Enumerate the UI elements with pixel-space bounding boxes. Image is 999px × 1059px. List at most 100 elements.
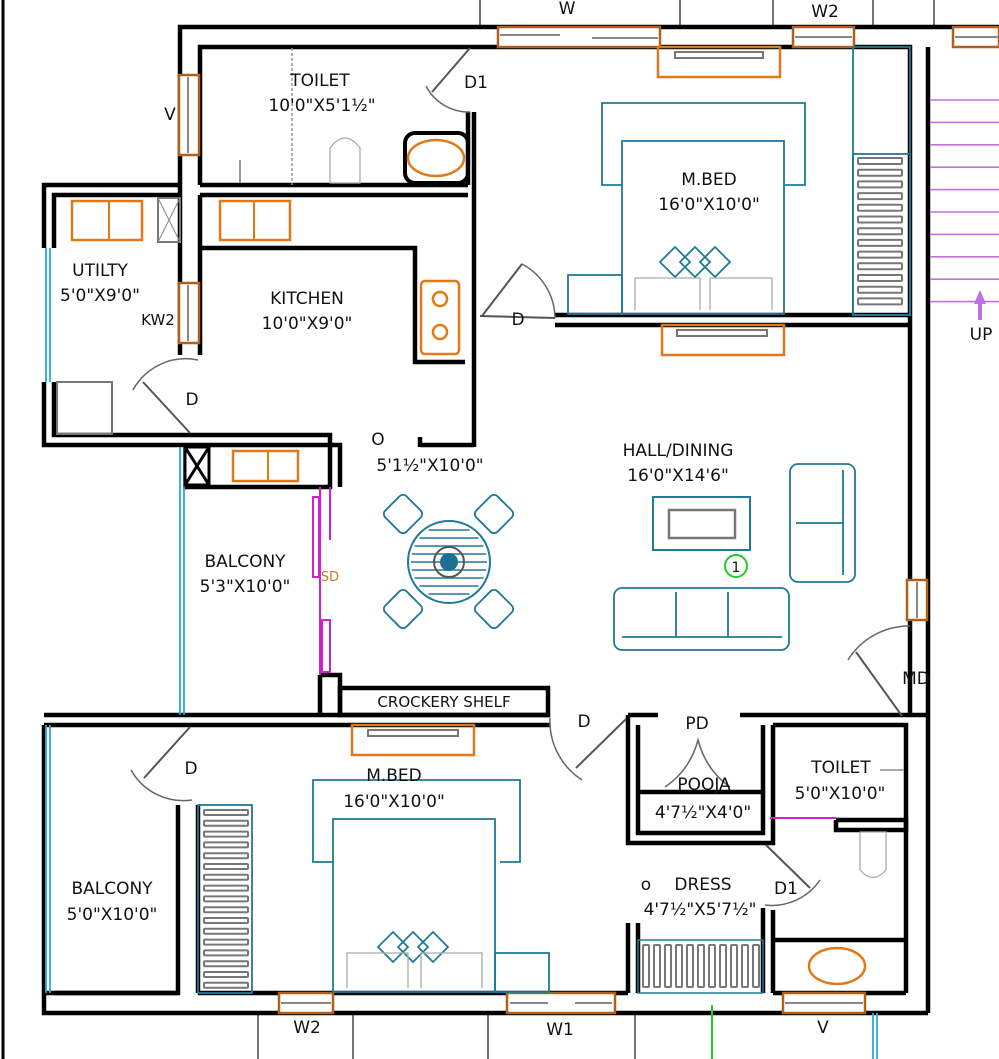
wardrobe-shelf xyxy=(857,262,903,271)
wardrobe-shelf xyxy=(203,971,249,978)
glass-railing xyxy=(45,248,878,1059)
wardrobe-shelf xyxy=(857,168,903,177)
door-label-pd: PD xyxy=(685,714,708,734)
dress-rack-bar xyxy=(642,944,650,988)
doors xyxy=(130,47,911,907)
bed-bottom xyxy=(197,779,550,994)
door-label-d-utility: D xyxy=(185,390,198,410)
kitchen-fixtures xyxy=(56,197,461,487)
dress-rack-bar xyxy=(653,944,661,988)
door-label-sd: SD xyxy=(321,570,339,585)
door-label-d-hall: D xyxy=(577,712,590,732)
dining-table xyxy=(382,493,515,630)
wardrobe-top xyxy=(857,157,903,306)
wardrobe-shelf xyxy=(203,927,249,935)
marker-1 xyxy=(724,554,748,578)
window-label-w2-top: W2 xyxy=(811,2,839,22)
sofa-three-seater xyxy=(613,587,790,651)
room-size-kitchen: 10'0"X9'0" xyxy=(262,314,353,334)
window-label-v-left: V xyxy=(164,105,176,125)
wardrobe-shelf xyxy=(857,215,903,224)
room-size-hall: 16'0"X14'6" xyxy=(627,466,729,486)
room-name-balcony-bottom: BALCONY xyxy=(71,879,153,899)
wardrobe-shelf xyxy=(203,852,249,860)
wardrobe-shelf xyxy=(857,274,903,282)
wardrobe-shelf xyxy=(857,192,903,201)
room-size-balcony-mid: 5'3"X10'0" xyxy=(200,577,291,597)
room-size-toilet-top: 10'0"X5'1½" xyxy=(268,96,375,116)
dress-wardrobe xyxy=(637,939,764,994)
dress-rack-bar xyxy=(752,944,760,988)
wardrobe-shelf xyxy=(203,981,249,989)
room-size-toilet-bottom: 5'0"X10'0" xyxy=(795,784,886,804)
wardrobe-shelf xyxy=(203,938,249,946)
toilet-fixtures-bottom xyxy=(770,769,904,986)
room-size-mbed-top: 16'0"X10'0" xyxy=(658,195,760,215)
wardrobe-shelf xyxy=(203,960,249,968)
window-label-w2-bottom: W2 xyxy=(293,1018,321,1038)
staircase xyxy=(930,99,999,303)
wardrobe-bottom xyxy=(203,809,249,989)
room-name-open: O xyxy=(371,430,384,450)
dress-prefix: o xyxy=(641,875,651,895)
room-size-open: 5'1½"X10'0" xyxy=(376,456,483,476)
blanket-top xyxy=(634,277,773,310)
wardrobe-shelf xyxy=(203,809,249,816)
blanket-bottom xyxy=(346,952,483,988)
coffee-table xyxy=(652,496,751,551)
wardrobe-shelf xyxy=(203,906,249,914)
wardrobe-shelf xyxy=(203,830,249,838)
room-name-mbed-bottom: M.BED xyxy=(366,766,422,786)
wardrobe-shelf xyxy=(203,819,249,827)
dress-rack-bar xyxy=(697,944,705,988)
dress-rack-bar xyxy=(708,944,716,988)
wardrobe-shelf xyxy=(203,917,249,924)
door-label-d-balcony: D xyxy=(184,759,197,779)
marker-1-label: 1 xyxy=(732,560,741,576)
wardrobe-shelf xyxy=(203,884,249,892)
wardrobe-shelf xyxy=(203,873,249,881)
room-size-balcony-bottom: 5'0"X10'0" xyxy=(67,905,158,925)
stair-arrow-icon xyxy=(974,290,986,320)
room-size-mbed-bottom: 16'0"X10'0" xyxy=(343,792,445,812)
room-name-dress: DRESS xyxy=(674,875,731,895)
window-label-kw: KW2 xyxy=(141,311,175,329)
room-name-mbed-top: M.BED xyxy=(681,170,737,190)
room-name-hall: HALL/DINING xyxy=(623,441,734,461)
dress-rack-bar xyxy=(664,944,672,988)
door-label-d1-bottom: D1 xyxy=(774,879,798,899)
dress-rack-bar xyxy=(675,944,683,988)
wardrobe-shelf xyxy=(857,180,903,189)
dimension-lines-bottom xyxy=(257,1013,636,1059)
toilet-fixtures-top xyxy=(239,48,470,185)
window-label-w1: W1 xyxy=(546,1020,574,1040)
room-name-toilet-bottom: TOILET xyxy=(810,758,871,778)
wardrobe-shelf xyxy=(857,203,903,212)
room-size-utility: 5'0"X9'0" xyxy=(60,286,140,306)
door-label-md: MD xyxy=(902,669,930,689)
wardrobe-shelf xyxy=(857,238,903,247)
dress-rack-bar xyxy=(686,944,694,988)
sliding-door xyxy=(312,487,331,675)
pillows-bottom xyxy=(376,930,450,964)
wardrobe-shelf xyxy=(203,863,249,870)
room-name-balcony-mid: BALCONY xyxy=(204,552,286,572)
stair-up-label: UP xyxy=(970,325,993,345)
window-label-v-bottom: V xyxy=(817,1018,829,1038)
dimension-lines-top xyxy=(479,0,935,28)
wardrobe-shelf xyxy=(203,895,249,903)
bed-top xyxy=(567,46,911,316)
dress-rack-bar xyxy=(741,944,749,988)
door-label-d-mbed: D xyxy=(511,310,524,330)
wardrobe-shelf xyxy=(857,157,903,165)
room-size-pooja: 4'7½"X4'0" xyxy=(655,803,751,823)
room-name-toilet-top: TOILET xyxy=(289,71,350,91)
room-name-utility: UTILTY xyxy=(72,261,128,281)
wardrobe-shelf xyxy=(857,297,903,306)
labels: TOILET 10'0"X5'1½" M.BED 16'0"X10'0" UTI… xyxy=(60,0,992,1040)
room-name-pooja: POOJA xyxy=(677,775,731,795)
wardrobe-shelf xyxy=(203,949,249,957)
windows xyxy=(177,25,999,1015)
pillows-top xyxy=(658,245,732,279)
